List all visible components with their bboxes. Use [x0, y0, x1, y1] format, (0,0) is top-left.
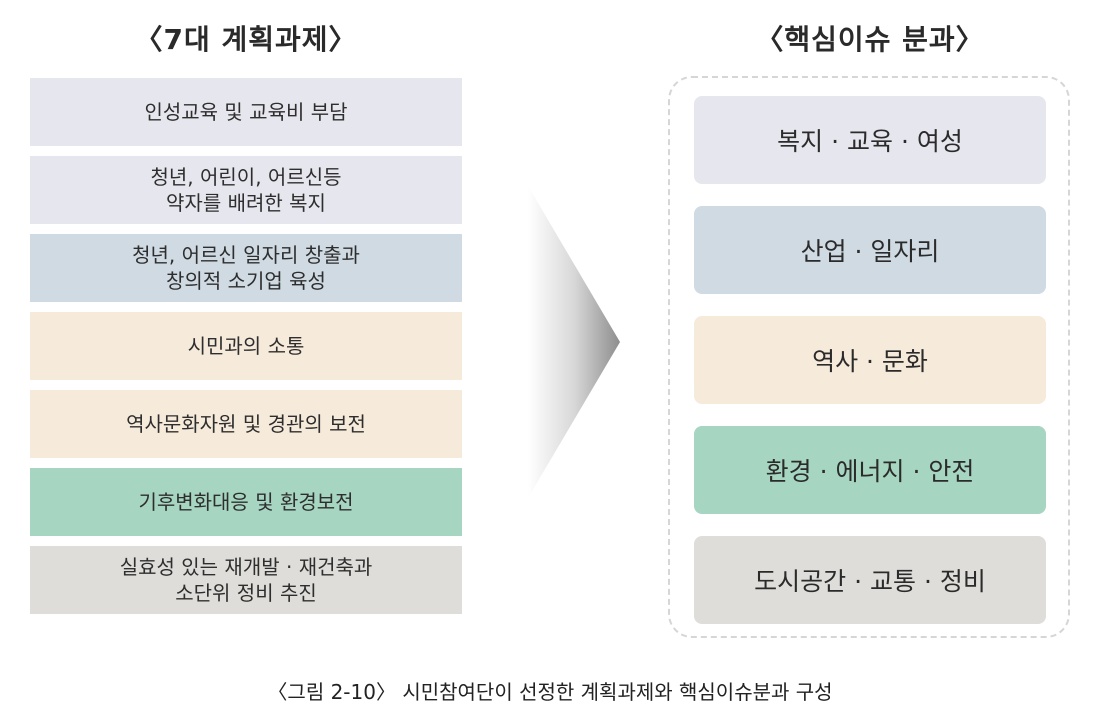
issue-box-4: 환경 · 에너지 · 안전 — [694, 426, 1046, 514]
task-box-7: 실효성 있는 재개발 · 재건축과 소단위 정비 추진 — [30, 546, 462, 614]
issue-box-1: 복지 · 교육 · 여성 — [694, 96, 1046, 184]
task-6-line-1: 기후변화대응 및 환경보전 — [138, 490, 354, 514]
task-box-5: 역사문화자원 및 경관의 보전 — [30, 390, 462, 458]
task-7-line-2: 소단위 정비 추진 — [175, 581, 317, 605]
right-arrow-icon — [528, 186, 620, 498]
core-issues-frame — [668, 76, 1070, 638]
task-2-line-2: 약자를 배려한 복지 — [166, 191, 326, 215]
task-7-line-1: 실효성 있는 재개발 · 재건축과 — [119, 555, 373, 579]
figure-caption: 〈그림 2-10〉 시민참여단이 선정한 계획과제와 핵심이슈분과 구성 — [267, 680, 833, 704]
task-box-6: 기후변화대응 및 환경보전 — [30, 468, 462, 536]
issue-box-2: 산업 · 일자리 — [694, 206, 1046, 294]
task-box-1: 인성교육 및 교육비 부담 — [30, 78, 462, 146]
task-box-4: 시민과의 소통 — [30, 312, 462, 380]
core-issues-title: 〈핵심이슈 분과〉 — [755, 23, 985, 56]
task-box-2: 청년, 어린이, 어르신등 약자를 배려한 복지 — [30, 156, 462, 224]
task-2-line-1: 청년, 어린이, 어르신등 — [150, 165, 342, 189]
issue-box-5: 도시공간 · 교통 · 정비 — [694, 536, 1046, 624]
task-3-line-2: 창의적 소기업 육성 — [166, 269, 326, 293]
task-3-line-1: 청년, 어르신 일자리 창출과 — [132, 243, 360, 267]
planning-tasks-title: 〈7대 계획과제〉 — [134, 23, 358, 56]
planning-tasks-list: 인성교육 및 교육비 부담 청년, 어린이, 어르신등 약자를 배려한 복지 청… — [30, 78, 462, 614]
task-4-line-1: 시민과의 소통 — [187, 334, 305, 358]
task-5-line-1: 역사문화자원 및 경관의 보전 — [126, 412, 366, 436]
task-1-line-1: 인성교육 및 교육비 부담 — [144, 100, 348, 124]
task-box-3: 청년, 어르신 일자리 창출과 창의적 소기업 육성 — [30, 234, 462, 302]
issue-box-3: 역사 · 문화 — [694, 316, 1046, 404]
